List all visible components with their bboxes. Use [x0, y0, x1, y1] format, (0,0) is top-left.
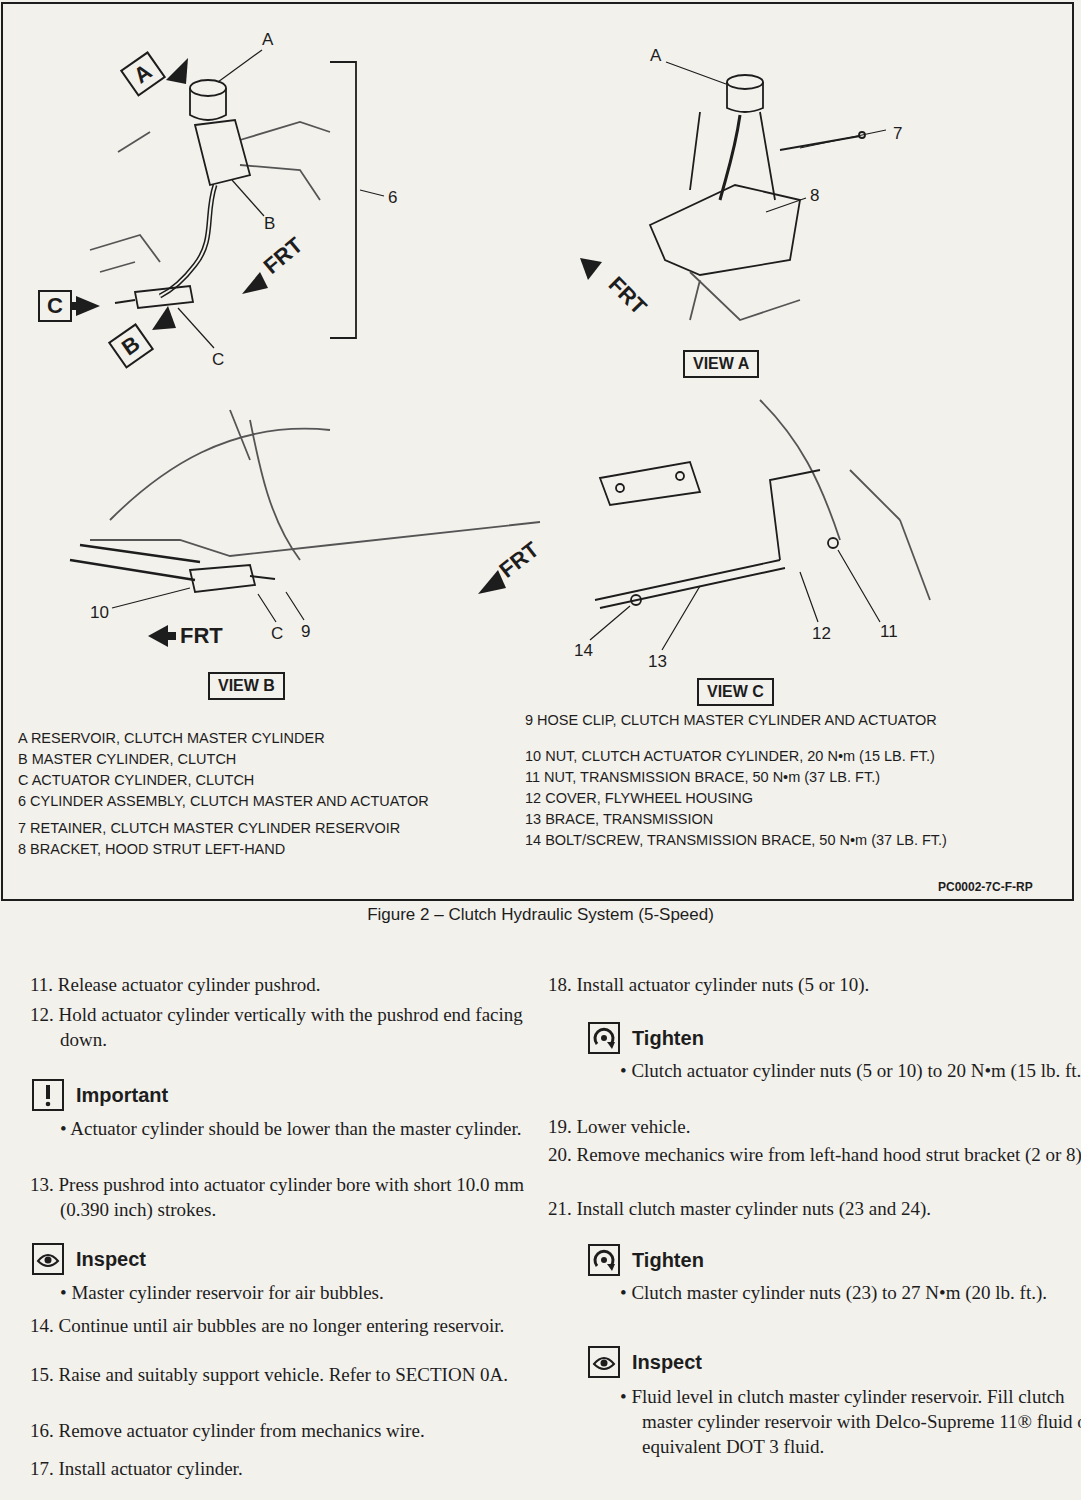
box-label: A	[128, 58, 157, 90]
note-bullet: • Master cylinder reservoir for air bubb…	[60, 1280, 522, 1305]
callout-number: 9	[301, 622, 310, 642]
direction-label: FRT	[495, 537, 543, 582]
box-label: B	[116, 330, 145, 362]
callout-letter: C	[271, 624, 283, 644]
view-title-box: VIEW A	[683, 350, 759, 378]
box-label: VIEW C	[707, 681, 764, 703]
callout-letter: B	[264, 214, 275, 234]
procedure-step: 12. Hold actuator cylinder vertically wi…	[30, 1002, 530, 1052]
callout-number: 13	[648, 652, 667, 672]
callout-number: 8	[810, 186, 819, 206]
box-label: VIEW B	[218, 675, 275, 697]
procedure-step: 13. Press pushrod into actuator cylinder…	[30, 1172, 530, 1222]
procedure-step: 21. Install clutch master cylinder nuts …	[548, 1196, 1081, 1221]
inspect-icon	[32, 1243, 64, 1275]
figure-frame	[2, 3, 1073, 900]
actuator-view	[70, 410, 540, 622]
part-legend-item: A RESERVOIR, CLUTCH MASTER CYLINDER	[18, 729, 514, 747]
part-legend-item: 8 BRACKET, HOOD STRUT LEFT-HAND	[18, 840, 514, 858]
tighten-icon	[588, 1022, 620, 1054]
tighten-icon	[588, 1244, 620, 1276]
procedure-step: 11. Release actuator cylinder pushrod.	[30, 972, 530, 997]
callout-number: 12	[812, 624, 831, 644]
procedure-step: 15. Raise and suitably support vehicle. …	[30, 1362, 530, 1387]
reservoir-view	[650, 62, 886, 320]
note-heading: Tighten	[632, 1248, 704, 1272]
callout-number: 14	[574, 641, 593, 661]
brace-view	[590, 400, 930, 650]
callout-letter: A	[650, 46, 661, 66]
part-legend-item: 11 NUT, TRANSMISSION BRACE, 50 N•m (37 L…	[525, 768, 1081, 786]
view-title-box: VIEW C	[697, 678, 774, 706]
procedure-step: 18. Install actuator cylinder nuts (5 or…	[548, 972, 1081, 997]
part-legend-item: 9 HOSE CLIP, CLUTCH MASTER CYLINDER AND …	[525, 711, 949, 729]
part-legend-item: B MASTER CYLINDER, CLUTCH	[18, 750, 514, 768]
note-bullet: • Fluid level in clutch master cylinder …	[620, 1384, 1081, 1459]
procedure-step: 20. Remove mechanics wire from left-hand…	[548, 1142, 1081, 1167]
procedure-step: 19. Lower vehicle.	[548, 1114, 1081, 1139]
direction-label: FRT	[604, 272, 651, 319]
note-bullet: • Clutch master cylinder nuts (23) to 27…	[620, 1280, 1081, 1305]
direction-label: FRT	[180, 624, 223, 648]
view-marker-box: C	[38, 290, 72, 322]
note-heading: Inspect	[76, 1247, 146, 1271]
master-cylinder-view	[90, 50, 384, 348]
note-bullet: • Actuator cylinder should be lower than…	[60, 1116, 522, 1141]
part-legend-item: 14 BOLT/SCREW, TRANSMISSION BRACE, 50 N•…	[525, 831, 989, 849]
box-label: VIEW A	[693, 353, 749, 375]
note-heading: Important	[76, 1083, 168, 1107]
procedure-step: 17. Install actuator cylinder.	[30, 1456, 530, 1481]
figure-caption: Figure 2 – Clutch Hydraulic System (5-Sp…	[0, 905, 1081, 925]
inspect-icon	[588, 1346, 620, 1378]
part-legend-item: C ACTUATOR CYLINDER, CLUTCH	[18, 771, 514, 789]
part-legend-item: 7 RETAINER, CLUTCH MASTER CYLINDER RESER…	[18, 819, 514, 837]
callout-letter: C	[212, 350, 224, 370]
important-icon	[32, 1079, 64, 1111]
view-arrows	[66, 58, 602, 647]
callout-number: 10	[90, 603, 109, 623]
callout-number: 6	[388, 188, 397, 208]
box-label: C	[47, 292, 63, 320]
note-bullet: • Clutch actuator cylinder nuts (5 or 10…	[620, 1058, 1081, 1083]
direction-label: FRT	[259, 233, 307, 279]
procedure-step: 16. Remove actuator cylinder from mechan…	[30, 1418, 530, 1443]
view-marker-box: A	[120, 51, 166, 97]
part-legend-item: 6 CYLINDER ASSEMBLY, CLUTCH MASTER AND A…	[18, 792, 434, 810]
part-legend-item: 12 COVER, FLYWHEEL HOUSING	[525, 789, 1081, 807]
callout-number: 11	[880, 622, 898, 642]
callout-number: 7	[893, 124, 902, 144]
view-marker-box: B	[108, 323, 154, 369]
note-heading: Inspect	[632, 1350, 702, 1374]
callout-letter: A	[262, 30, 273, 50]
procedure-step: 14. Continue until air bubbles are no lo…	[30, 1313, 530, 1338]
note-heading: Tighten	[632, 1026, 704, 1050]
part-legend-item: 13 BRACE, TRANSMISSION	[525, 810, 1081, 828]
view-title-box: VIEW B	[208, 672, 285, 700]
part-legend-item: 10 NUT, CLUTCH ACTUATOR CYLINDER, 20 N•m…	[525, 747, 1081, 765]
figure-code: PC0002-7C-F-RP	[938, 880, 1033, 894]
